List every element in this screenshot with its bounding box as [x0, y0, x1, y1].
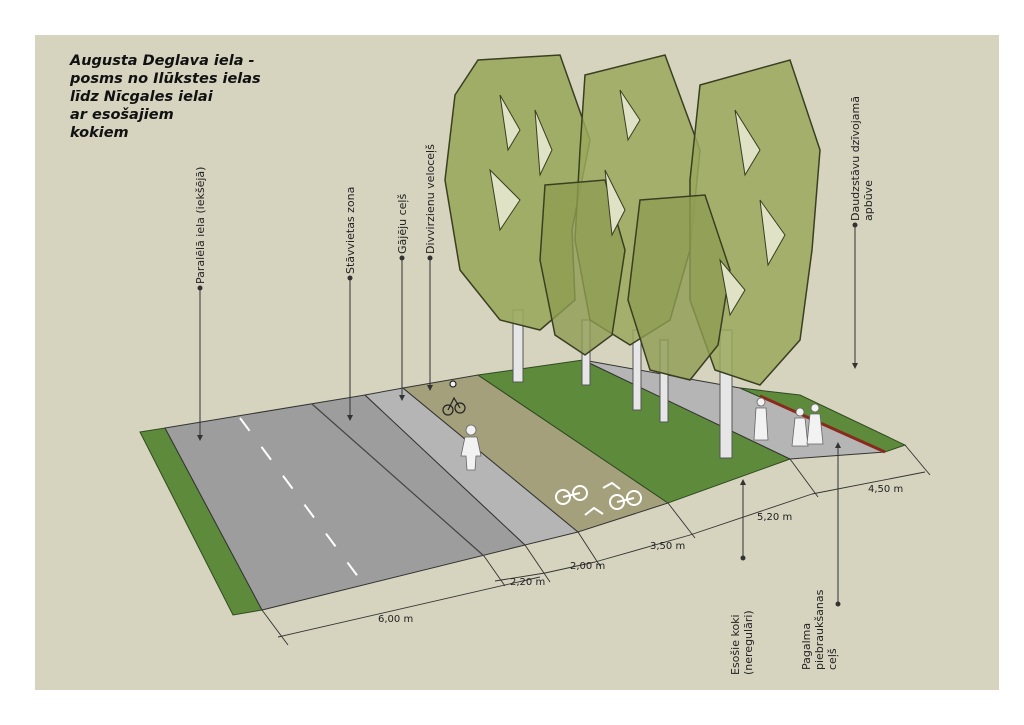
dimension-sidewalk: 2,00 m — [570, 561, 605, 572]
pointer-dot — [852, 222, 858, 228]
parking-lane-line — [311, 403, 485, 557]
title-line: kokiem — [70, 125, 129, 141]
label-parking-zone: Stāvvietas zona — [344, 187, 357, 274]
label-existing-trees-line1: Esošie koki — [729, 614, 742, 675]
label-yard-driveway-line2: piebraukšanas — [813, 589, 826, 670]
pointer-dot — [835, 601, 841, 607]
title-line: Augusta Deglava iela - — [70, 53, 255, 69]
title-line: līdz Nīcgales ielai — [70, 89, 213, 105]
label-buildings-line2: apbūve — [862, 180, 875, 221]
pedestrian-icon — [460, 424, 482, 471]
pointer-dot — [347, 275, 353, 281]
label-parallel-street: Paralēlā iela (iekšējā) — [194, 167, 207, 284]
label-yard-driveway-line1: Pagalma — [800, 623, 813, 670]
title-line: ar esošajiem — [70, 107, 174, 123]
dimension-trees: 5,20 m — [757, 512, 792, 523]
title-line: posms no Ilūkstes ielas — [70, 71, 261, 87]
driveway-edge — [759, 394, 886, 454]
dimension-parking: 2,20 m — [510, 577, 545, 588]
tree-leaf-gaps — [489, 89, 786, 317]
pointer-dot — [740, 555, 746, 561]
diagram-title: Augusta Deglava iela - posms no Ilūkstes… — [70, 52, 261, 142]
tree-canopy-icon — [444, 54, 821, 386]
dimension-driveway: 4,50 m — [868, 484, 903, 495]
pointer-dot — [197, 285, 203, 291]
label-sidewalk: Gājēju ceļš — [396, 194, 409, 254]
pointer-dot — [399, 255, 405, 261]
label-buildings-line1: Daudzstāvu dzīvojamā — [849, 96, 862, 221]
label-yard-driveway-line3: ceļš — [826, 648, 839, 670]
bike-symbol-icon — [555, 481, 642, 516]
pedestrian-group-icon — [753, 397, 824, 447]
label-bike-path: Divvirzienu veloceļš — [424, 144, 437, 254]
dimension-bike: 3,50 m — [650, 541, 685, 552]
cyclist-icon — [442, 380, 466, 416]
dimension-lines — [261, 444, 931, 646]
pointer-dot — [427, 255, 433, 261]
label-pointers — [197, 225, 858, 604]
label-existing-trees-line2: (neregulāri) — [742, 610, 755, 675]
dimension-road: 6,00 m — [378, 614, 413, 625]
